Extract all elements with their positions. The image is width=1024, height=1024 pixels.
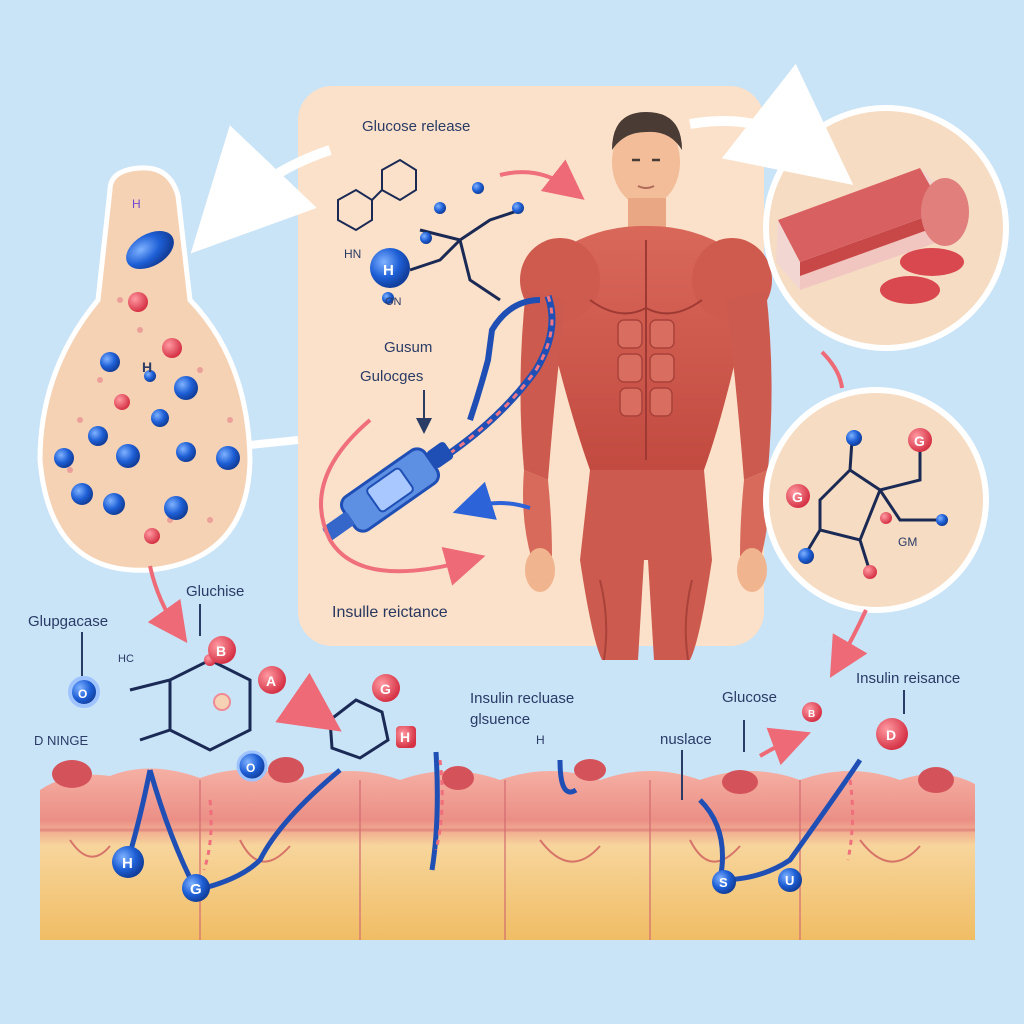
label-h-cell-top: H xyxy=(132,197,141,211)
tissue-layer-icon xyxy=(40,757,975,940)
molecule-bottom-left: O O A B HC xyxy=(68,636,286,782)
body-figure-icon xyxy=(520,112,772,661)
label-d-ninge: D NINGE xyxy=(34,733,89,748)
atom-s-bottom xyxy=(712,870,736,894)
atom-b-left: B xyxy=(216,643,226,659)
atom-b-right-label: B xyxy=(808,709,815,720)
label-hc-left: HC xyxy=(118,653,134,665)
atom-h-center: H xyxy=(383,262,394,279)
atom-s-bottom-label: S xyxy=(719,875,728,890)
atom-g-circle-1: G xyxy=(914,433,925,449)
atom-u-bottom-label: U xyxy=(785,873,794,888)
atom-h-bottom-label: H xyxy=(122,855,133,872)
atom-b-right xyxy=(802,702,822,722)
atom-g-bottom xyxy=(182,874,210,902)
arrow-white-left xyxy=(190,125,332,254)
insulin-pen-icon xyxy=(322,294,556,541)
arrow-white-right xyxy=(689,63,854,185)
cycle-arrow-blue xyxy=(452,481,531,520)
atom-g-ring: G xyxy=(380,681,391,697)
arrow-red-bottom-right xyxy=(758,727,811,766)
label-h-small-bottom: H xyxy=(536,733,545,747)
atom-h-bottom xyxy=(112,846,144,878)
label-insulin-release-2: glsuence xyxy=(470,711,530,728)
label-gusum: Gusum xyxy=(384,339,432,356)
arrow-red-right-down-1 xyxy=(820,350,844,389)
ring-g: G H xyxy=(275,672,416,760)
atom-d-right-label: D xyxy=(886,727,896,743)
label-insulin-resistance-center: Insulle reictance xyxy=(332,604,448,621)
atom-o-right: O xyxy=(246,761,255,775)
label-glucose-release: Glucose release xyxy=(362,118,470,135)
arrow-red-right-down-2 xyxy=(829,609,868,678)
cycle-arrow-red-1 xyxy=(319,418,486,586)
atom-u-bottom xyxy=(778,868,802,892)
label-insulin-release-1: Insulin recluase xyxy=(470,690,574,707)
label-insulin-reisance: Insulin reisance xyxy=(856,670,960,687)
arrow-red-left-down xyxy=(147,565,188,644)
pancreas-cell-icon: H H xyxy=(37,165,253,573)
insulin-tube-bottom xyxy=(125,751,863,893)
molecule-circle-icon: G G GM xyxy=(763,387,989,613)
arrow-white-mid xyxy=(249,436,299,449)
atom-g-circle-2: G xyxy=(792,489,803,505)
atom-o-left: O xyxy=(78,687,87,701)
insulin-tube-bottom-stripe xyxy=(202,759,855,871)
label-glupgacase: Glupgacase xyxy=(28,613,108,630)
label-glucose-right: Glucose xyxy=(722,689,777,706)
label-nuslace: nuslace xyxy=(660,731,712,748)
molecule-icon: H HN ON xyxy=(337,158,524,308)
atom-g-bottom-label: G xyxy=(190,881,202,898)
label-gluchise: Gluchise xyxy=(186,583,244,600)
cycle-arrow-red-2 xyxy=(499,159,585,200)
atom-h-ring: H xyxy=(400,729,410,745)
atom-d-right xyxy=(876,718,908,750)
label-gm: GM xyxy=(898,535,917,549)
atom-a-left: A xyxy=(266,673,276,689)
label-on: ON xyxy=(385,296,402,308)
atom-h-cell: H xyxy=(142,359,152,375)
label-hn: HN xyxy=(344,247,361,261)
label-gulocges: Gulocges xyxy=(360,368,423,385)
